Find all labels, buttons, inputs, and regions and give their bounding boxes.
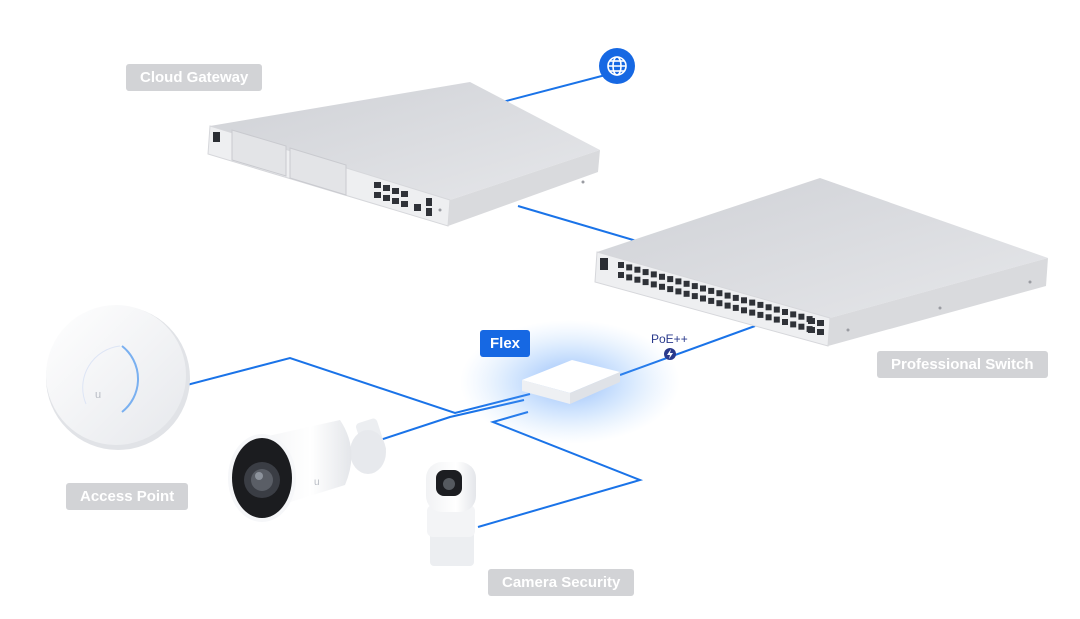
switch-port [708,297,715,304]
lightning-icon [667,349,673,359]
switch-port [691,283,698,290]
switch-port [798,313,805,320]
switch-port [765,314,772,321]
switch-port [642,269,649,276]
switch-port [741,297,747,304]
switch-port [716,300,723,307]
switch-port [683,280,690,287]
switch-port [634,276,641,283]
switch-port [691,293,698,300]
switch-sfp-port [817,320,824,326]
switch-port [618,272,624,278]
switch-ports [618,262,824,335]
switch-port [757,311,764,318]
switch-port [642,279,649,286]
switch-port [667,286,674,293]
switch-port [790,311,797,318]
access-point-label: Access Point [66,483,189,510]
cloud-gateway-label: Cloud Gateway [126,64,263,91]
poe-label: PoE++ [651,332,688,346]
switch-port [650,271,657,278]
access-point-device: u [46,305,190,450]
switch-port [732,304,739,311]
switch-port [724,292,731,299]
switch-port [700,295,706,302]
camera-security-device [426,462,476,566]
gateway-ports [374,182,432,216]
cable-gateway-switch [517,205,641,243]
switch-port [782,309,788,315]
switch-sfp-port [808,327,815,333]
switch-port [634,266,641,273]
camera-security-label: Camera Security [488,569,635,596]
professional-switch-label: Professional Switch [877,351,1048,378]
internet-node [599,48,635,84]
switch-sfp-port [808,318,815,324]
switch-port [765,304,772,311]
cable-gateway-internet [486,71,618,107]
switch-port [732,294,739,301]
switch-sfp-port [817,329,824,335]
switch-port [782,319,788,325]
switch-port [773,316,780,323]
switch-port [773,306,780,313]
switch-port [757,301,764,308]
bullet-camera-device: u [228,418,386,522]
switch-port [675,278,682,285]
switch-port [798,323,805,330]
ubiquiti-logo-icon: u [314,477,320,488]
switch-port [790,321,797,328]
switch-port [667,276,674,283]
switch-port [683,290,690,297]
switch-port [749,299,756,306]
switch-port [741,307,747,314]
switch-port [700,285,706,292]
switch-port [724,302,731,309]
professional-switch-device [594,178,1048,347]
switch-port [659,273,665,280]
switch-port [659,283,665,290]
switch-port [749,309,756,316]
switch-port [650,281,657,288]
flex-label: Flex [480,330,531,357]
switch-port [675,288,682,295]
switch-port [626,274,633,281]
globe-icon [607,56,627,76]
switch-port [708,287,715,294]
cloud-gateway-device [207,82,600,227]
ubiquiti-logo-icon: u [95,389,101,401]
switch-port [716,290,723,297]
switch-port [626,264,633,271]
switch-port [618,262,624,268]
